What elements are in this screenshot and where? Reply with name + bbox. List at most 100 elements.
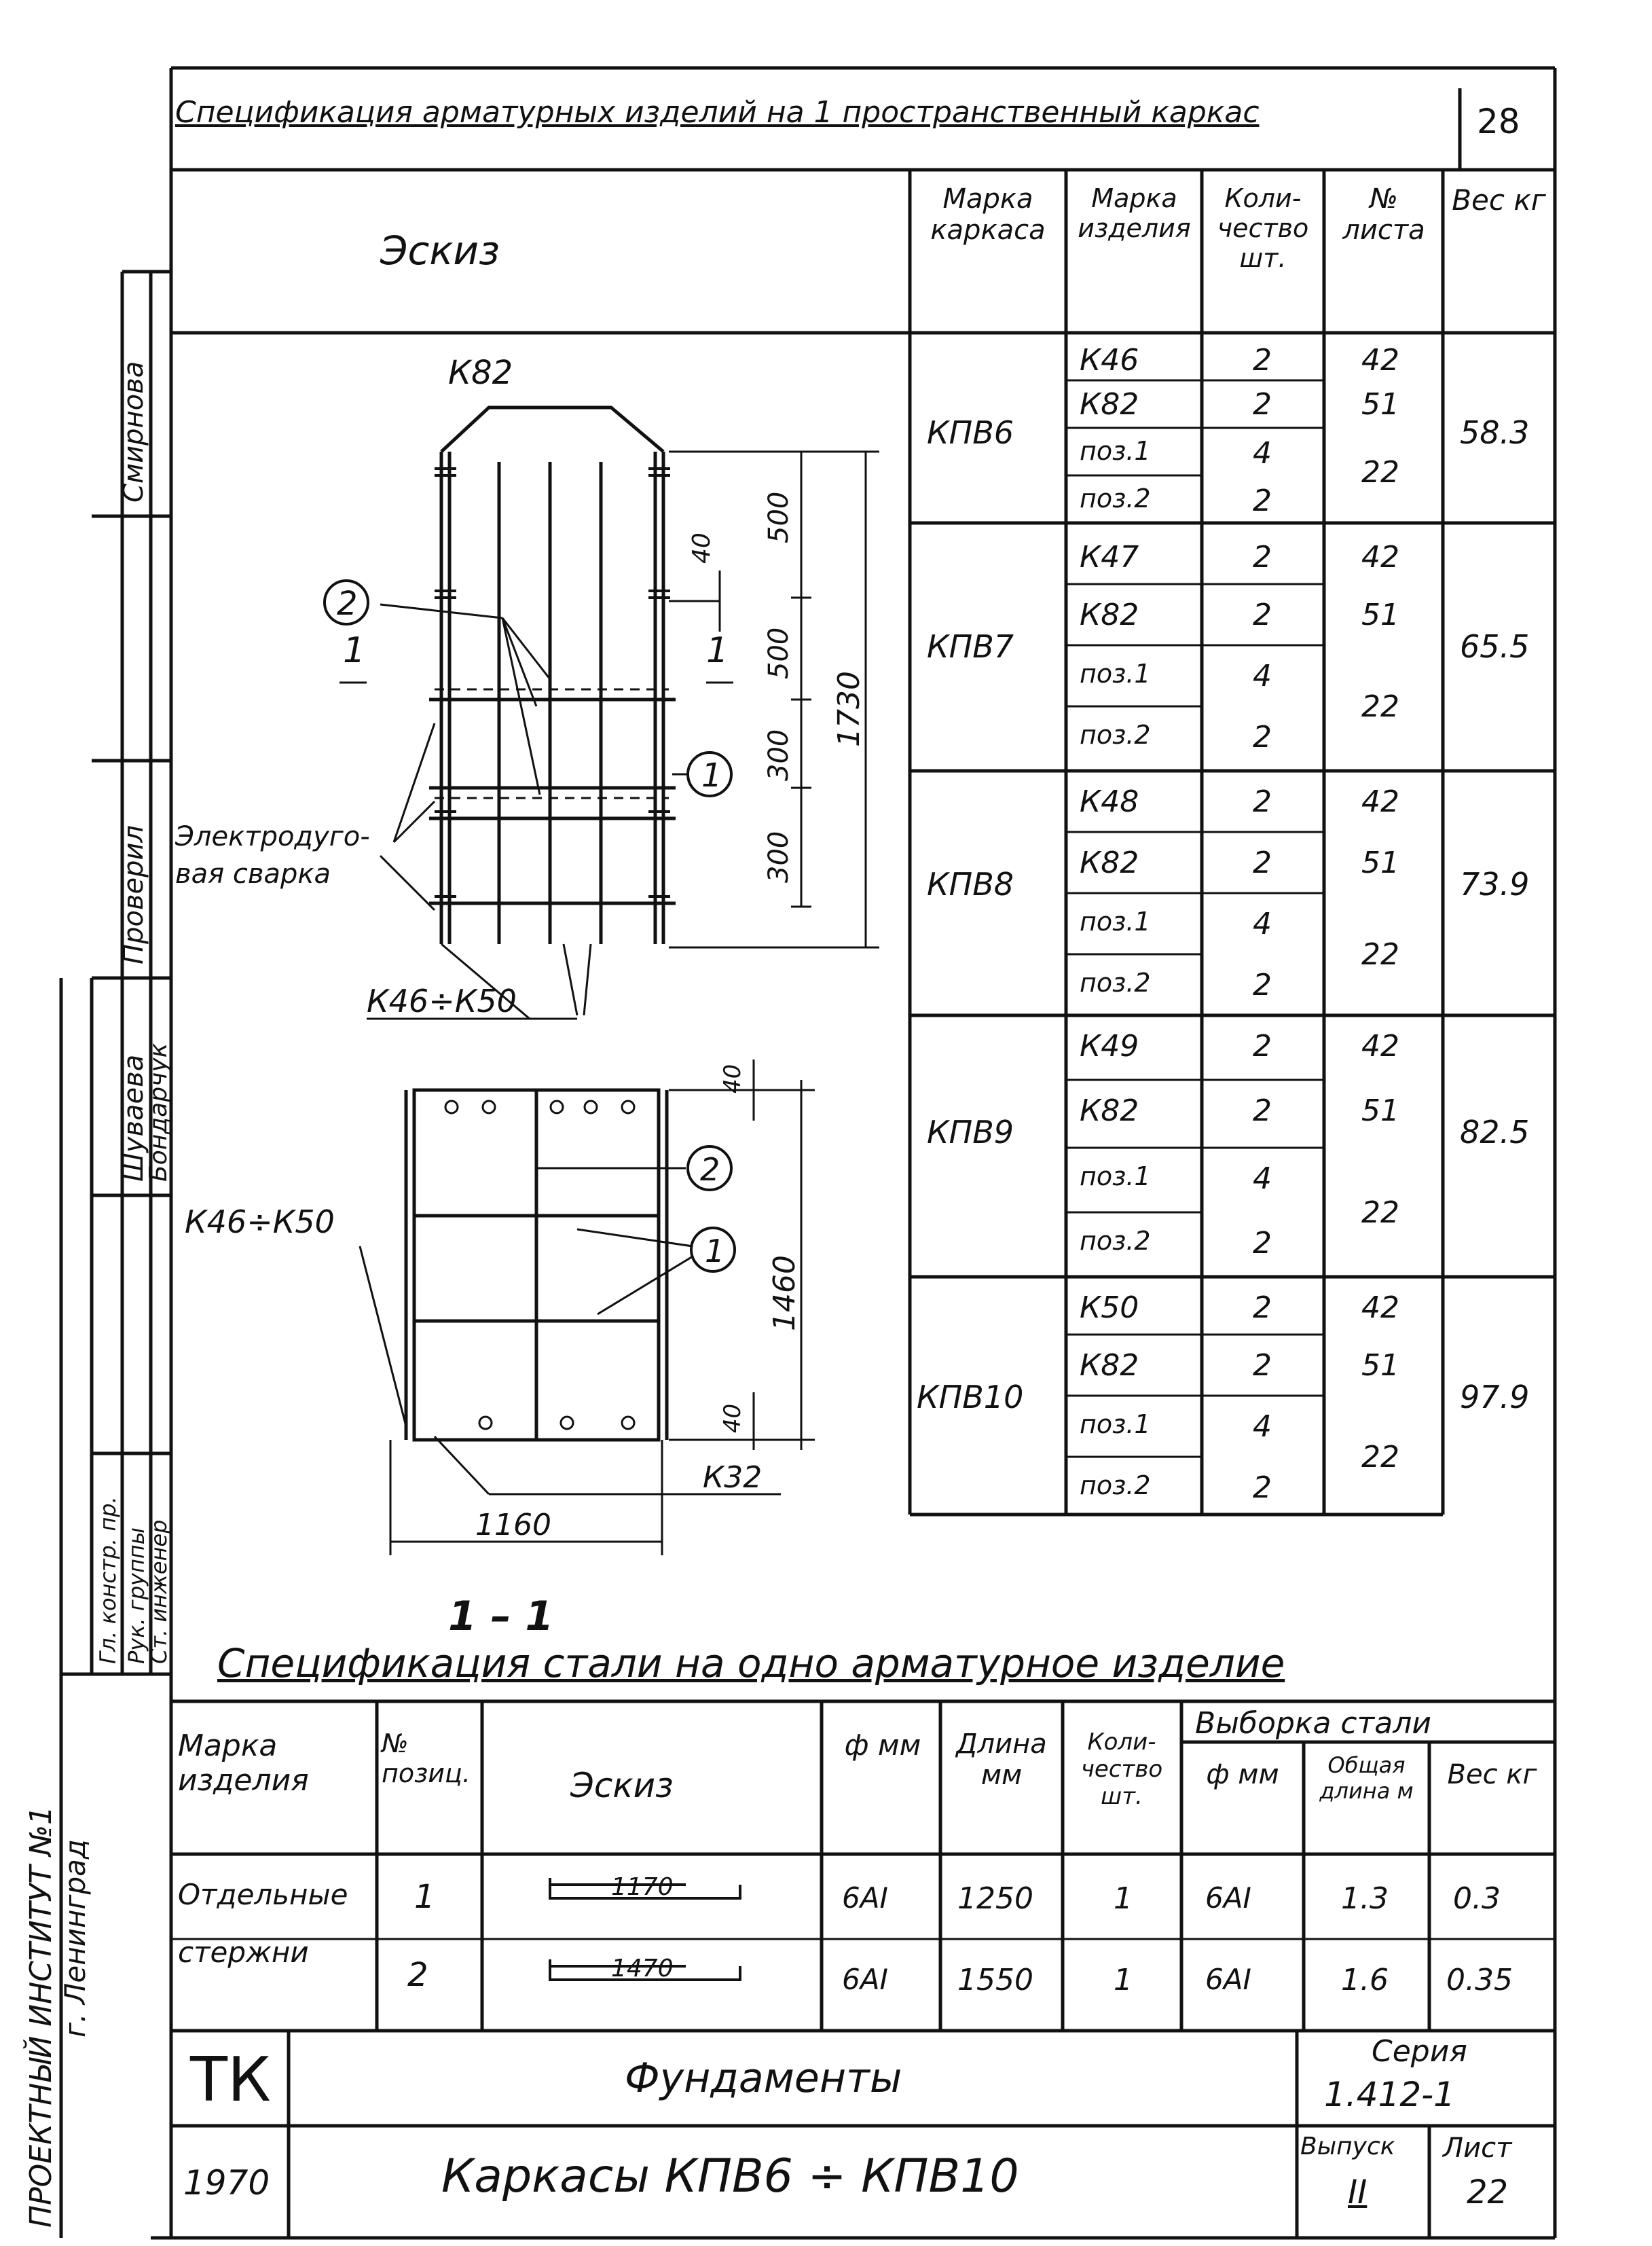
spec-item-label-2: стержни [178,1936,309,1969]
role-2: Рук. группы [124,1527,149,1664]
dim-300-a: 300 [763,729,794,781]
sheet-cell: 22 [1361,937,1399,972]
page-number: 28 [1477,102,1520,141]
frame-mark-kpv6: КПВ6 [927,414,1014,451]
dim-1160: 1160 [475,1508,551,1542]
item-cell: поз.2 [1080,484,1151,513]
spec-pos: 1 [414,1878,435,1916]
item-cell: поз.2 [1080,1470,1151,1500]
callout-2-text: 2 [337,585,358,623]
section-callout-circle-2 [686,1145,733,1191]
item-cell: К49 [1080,1029,1139,1064]
spec-sel-diameter: 6AI [1205,1963,1251,1996]
spec-diameter: 6AI [842,1881,888,1915]
qty-cell: 2 [1253,1290,1272,1325]
section-mark-left: 1 [343,630,365,671]
city-label: г. Ленинград [58,1839,92,2037]
spec-diameter-header: ф мм [844,1728,921,1762]
spec-position-header: № позиц. [382,1728,471,1788]
title-issue: II [1348,2173,1368,2211]
title-year: 1970 [183,2163,270,2203]
qty-cell: 2 [1253,1029,1272,1064]
spec-quantity-header: Коли-чество шт. [1080,1728,1163,1810]
qty-cell: 4 [1253,907,1272,941]
sheet-cell: 51 [1361,846,1399,880]
item-cell: поз.2 [1080,968,1151,998]
title-subject: Фундаменты [625,2054,902,2102]
item-cell: К82 [1080,598,1139,632]
sheet-cell: 22 [1361,1440,1399,1474]
item-cell: К48 [1080,784,1139,819]
title-sheet-label: Лист [1443,2133,1512,2164]
dim-300-b: 300 [763,831,794,883]
spec-item-label-1: Отдельные [178,1878,348,1911]
frame-mark-kpv7: КПВ7 [927,628,1014,665]
spec-qty: 1 [1114,1963,1133,1997]
frame-mark-kpv8: КПВ8 [927,866,1014,903]
checked-label: Проверил [118,825,149,964]
section-callout-circle-1 [690,1227,736,1273]
section-callout-2-text: 2 [700,1151,720,1188]
qty-cell: 2 [1253,1348,1272,1383]
spec-weight: 0.35 [1446,1963,1513,1997]
qty-cell: 2 [1253,846,1272,880]
item-cell: поз.2 [1080,1226,1151,1256]
weight-header: Вес кг [1452,183,1546,217]
weight-kpv7: 65.5 [1460,628,1530,665]
spec-total-length: 1.3 [1341,1881,1389,1916]
name-2: Шуваева [118,1055,149,1182]
dim-500-mid: 500 [763,628,794,679]
dim-1730: 1730 [832,671,866,747]
sheet-cell: 22 [1361,689,1399,724]
item-cell: поз.1 [1080,1161,1151,1191]
range-label-bottom: К46÷К50 [185,1203,335,1240]
spec-pos: 2 [407,1956,428,1994]
weight-kpv6: 58.3 [1460,414,1530,451]
quantity-header: Коли-чество шт. [1217,183,1309,273]
frame-mark-kpv10: КПВ10 [917,1379,1024,1415]
dim-500-top: 500 [763,492,794,543]
spec-diameter: 6AI [842,1963,888,1996]
item-cell: К46 [1080,343,1139,378]
qty-cell: 4 [1253,1161,1272,1196]
sheet-cell: 42 [1361,784,1399,819]
qty-cell: 4 [1253,1409,1272,1444]
sketch-dim-1170: 1170 [611,1873,674,1901]
frame-mark-header: Марка каркаса [930,183,1046,246]
item-cell: К82 [1080,1093,1139,1128]
sketch-header: Эскиз [380,228,500,274]
qty-cell: 2 [1253,784,1272,819]
sheet-cell: 51 [1361,598,1399,632]
weight-kpv8: 73.9 [1460,866,1530,903]
item-mark-header: Марка изделия [1078,183,1191,243]
qty-cell: 2 [1253,720,1272,755]
item-cell: поз.2 [1080,720,1151,750]
item-cell: поз.1 [1080,659,1151,689]
institute-label: ПРОЕКТНЫЙ ИНСТИТУТ №1 [22,1806,58,2228]
role-3: Ст. инженер [146,1520,172,1664]
callout-1-text: 1 [701,757,722,795]
qty-cell: 2 [1253,343,1272,378]
item-cell: К82 [1080,846,1139,880]
spec-length: 1250 [957,1881,1033,1916]
spec-selection-header: Выборка стали [1195,1706,1431,1741]
qty-cell: 2 [1253,387,1272,422]
sheet-cell: 51 [1361,1348,1399,1383]
spec-sketch-header: Эскиз [570,1766,674,1805]
callout-circle-1 [686,751,733,797]
section-callout-1-text: 1 [705,1233,724,1269]
item-cell: поз.1 [1080,1409,1151,1439]
weight-kpv9: 82.5 [1460,1114,1530,1151]
frame-mark-kpv9: КПВ9 [927,1114,1014,1151]
title-series: 1.412-1 [1324,2075,1455,2114]
k82-roof-label: К82 [448,354,513,392]
item-cell: К82 [1080,1348,1139,1383]
title-item: Каркасы КПВ6 ÷ КПВ10 [441,2150,1019,2203]
sheet-cell: 42 [1361,1029,1399,1064]
dim-40-section-top: 40 [719,1064,746,1093]
sheet-cell: 42 [1361,540,1399,575]
spec-length-header: Длина мм [956,1728,1047,1791]
item-cell: поз.1 [1080,436,1151,466]
section-title: 1 – 1 [448,1593,553,1640]
